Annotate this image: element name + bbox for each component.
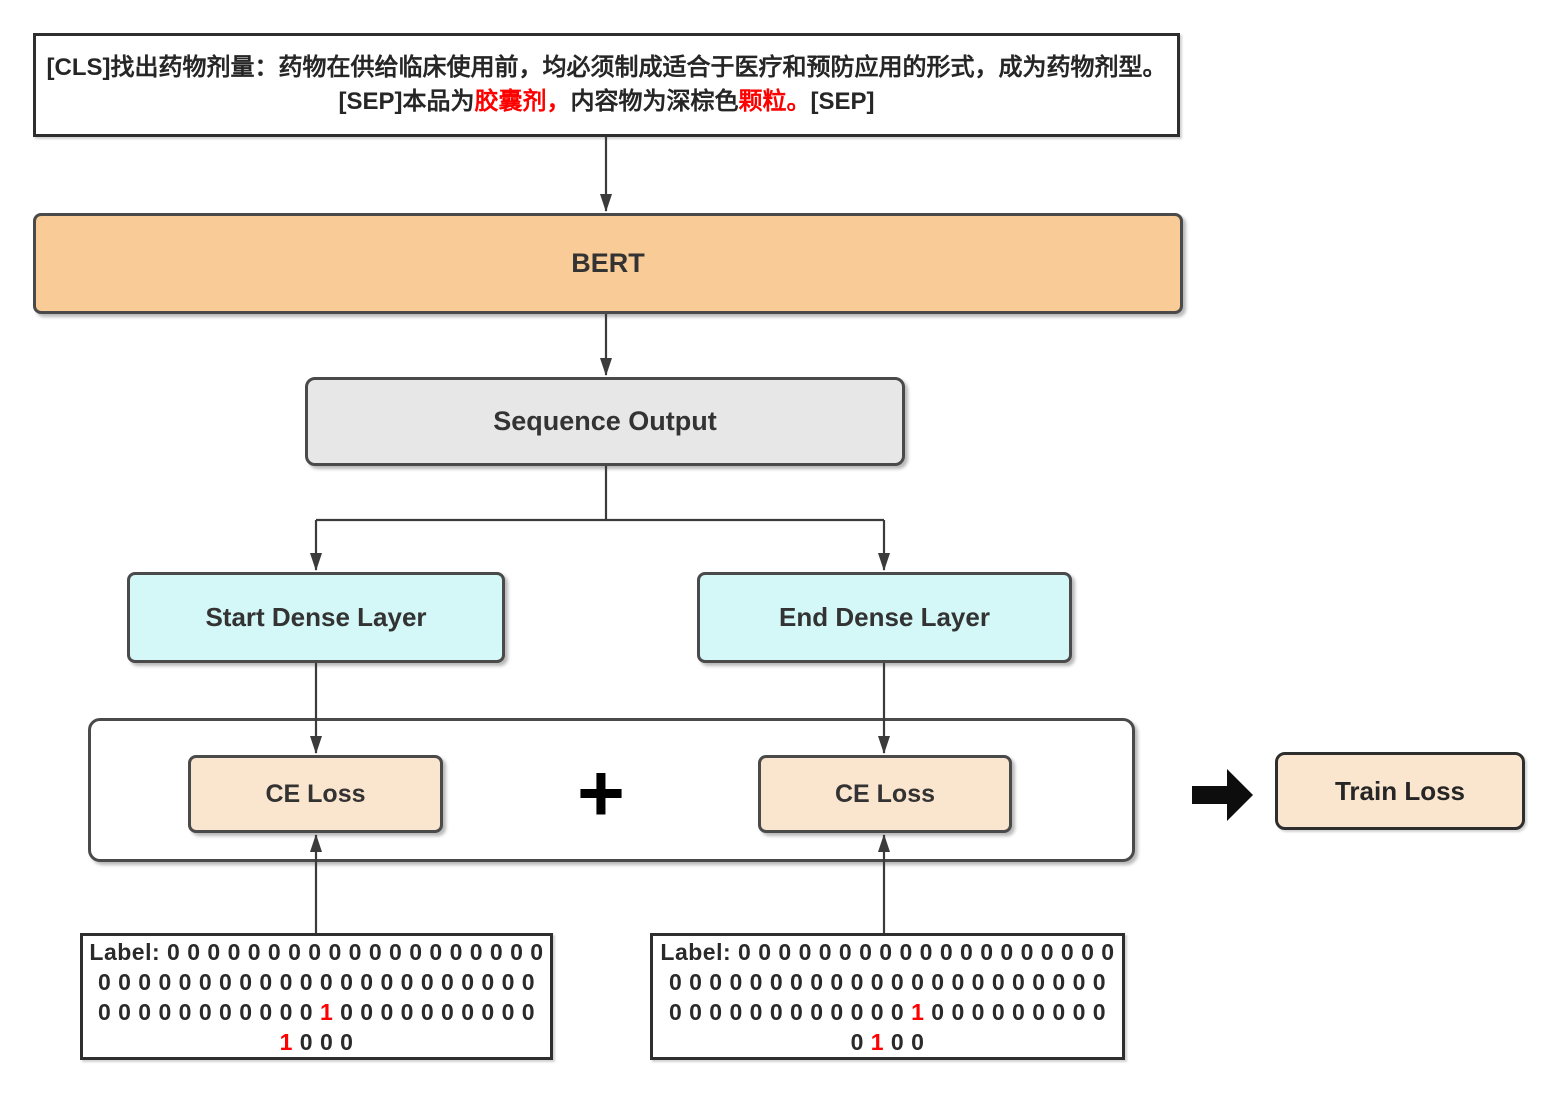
plain-text: Label: 0 0 0 0 0 0 0 0 0 0 0 0 0 0 0 0 0…	[660, 938, 1115, 965]
end-label-line-2: 0 0 0 0 0 0 0 0 0 0 0 0 0 0 0 0 0 0 0 0 …	[669, 967, 1106, 997]
start-label-line-3: 0 0 0 0 0 0 0 0 0 0 0 1 0 0 0 0 0 0 0 0 …	[98, 997, 535, 1027]
highlighted-text: 颗粒。	[738, 88, 811, 115]
start-dense-layer-box: Start Dense Layer	[127, 572, 505, 663]
plain-text: 0 0 0 0 0 0 0 0 0 0	[333, 998, 536, 1025]
input-line-1: [CLS]找出药物剂量：药物在供给临床使用前，均必须制成适合于医疗和预防应用的形…	[47, 51, 1167, 85]
start-label-line-1: Label: 0 0 0 0 0 0 0 0 0 0 0 0 0 0 0 0 0…	[89, 937, 543, 967]
ce-loss-start-box: CE Loss	[188, 755, 443, 833]
end-dense-layer-label: End Dense Layer	[779, 602, 990, 632]
highlighted-text: 1	[279, 1028, 293, 1055]
start-position-label-box: Label: 0 0 0 0 0 0 0 0 0 0 0 0 0 0 0 0 0…	[80, 933, 553, 1060]
end-label-line-4: 0 1 0 0	[851, 1027, 925, 1057]
start-label-line-2: 0 0 0 0 0 0 0 0 0 0 0 0 0 0 0 0 0 0 0 0 …	[98, 967, 535, 997]
train-loss-label: Train Loss	[1334, 775, 1466, 806]
plain-text: [CLS]找出药物剂量：药物在供给临床使用前，均必须制成适合于医疗和预防应用的形…	[46, 54, 1167, 81]
plain-text: 0 0 0 0 0 0 0 0 0 0 0 0	[668, 998, 912, 1025]
plus-operator: +	[577, 748, 625, 839]
highlighted-text: 1	[319, 998, 334, 1025]
highlighted-text: 1	[870, 1028, 885, 1055]
sequence-output-box: Sequence Output	[305, 377, 905, 466]
input-line-2: [SEP]本品为胶囊剂，内容物为深棕色颗粒。[SEP]	[338, 85, 874, 119]
sequence-output-label: Sequence Output	[493, 406, 717, 436]
end-position-label-box: Label: 0 0 0 0 0 0 0 0 0 0 0 0 0 0 0 0 0…	[650, 933, 1125, 1060]
connector-sequence-split	[316, 466, 884, 522]
train-loss-box: Train Loss	[1275, 752, 1525, 830]
ce-loss-end-label: CE Loss	[834, 779, 936, 808]
plain-text: [SEP]	[810, 88, 875, 115]
end-label-line-1: Label: 0 0 0 0 0 0 0 0 0 0 0 0 0 0 0 0 0…	[660, 937, 1114, 967]
ce-loss-end-box: CE Loss	[758, 755, 1012, 833]
end-dense-layer-box: End Dense Layer	[697, 572, 1072, 663]
plain-text: 0 0 0 0 0 0 0 0 0 0 0 0 0 0 0 0 0 0 0 0 …	[668, 968, 1107, 995]
bert-box: BERT	[33, 213, 1183, 314]
plain-text: 内容物为深棕色	[570, 88, 739, 115]
input-text-box: [CLS]找出药物剂量：药物在供给临床使用前，均必须制成适合于医疗和预防应用的形…	[33, 33, 1180, 137]
plain-text: 0 0 0 0 0 0 0 0 0 0 0 0 0 0 0 0 0 0 0 0 …	[97, 968, 536, 995]
plain-text: 0	[850, 1028, 871, 1055]
bert-label: BERT	[571, 248, 645, 278]
ce-loss-start-label: CE Loss	[265, 779, 366, 808]
highlighted-text: 1	[911, 998, 925, 1025]
plain-text: 0 0 0 0 0 0 0 0 0	[924, 998, 1107, 1025]
plain-text: [SEP]本品为	[338, 88, 475, 115]
start-label-line-4: 1 0 0 0	[280, 1027, 354, 1057]
end-label-line-3: 0 0 0 0 0 0 0 0 0 0 0 0 1 0 0 0 0 0 0 0 …	[669, 997, 1106, 1027]
plain-text: Label: 0 0 0 0 0 0 0 0 0 0 0 0 0 0 0 0 0…	[89, 938, 544, 965]
plain-text: 0 0	[884, 1028, 925, 1055]
plain-text: 0 0 0	[292, 1028, 354, 1055]
highlighted-text: 胶囊剂，	[474, 88, 571, 115]
start-dense-layer-label: Start Dense Layer	[205, 602, 427, 632]
block-arrow-to-train-loss	[1192, 769, 1253, 821]
plain-text: 0 0 0 0 0 0 0 0 0 0 0	[97, 998, 320, 1025]
